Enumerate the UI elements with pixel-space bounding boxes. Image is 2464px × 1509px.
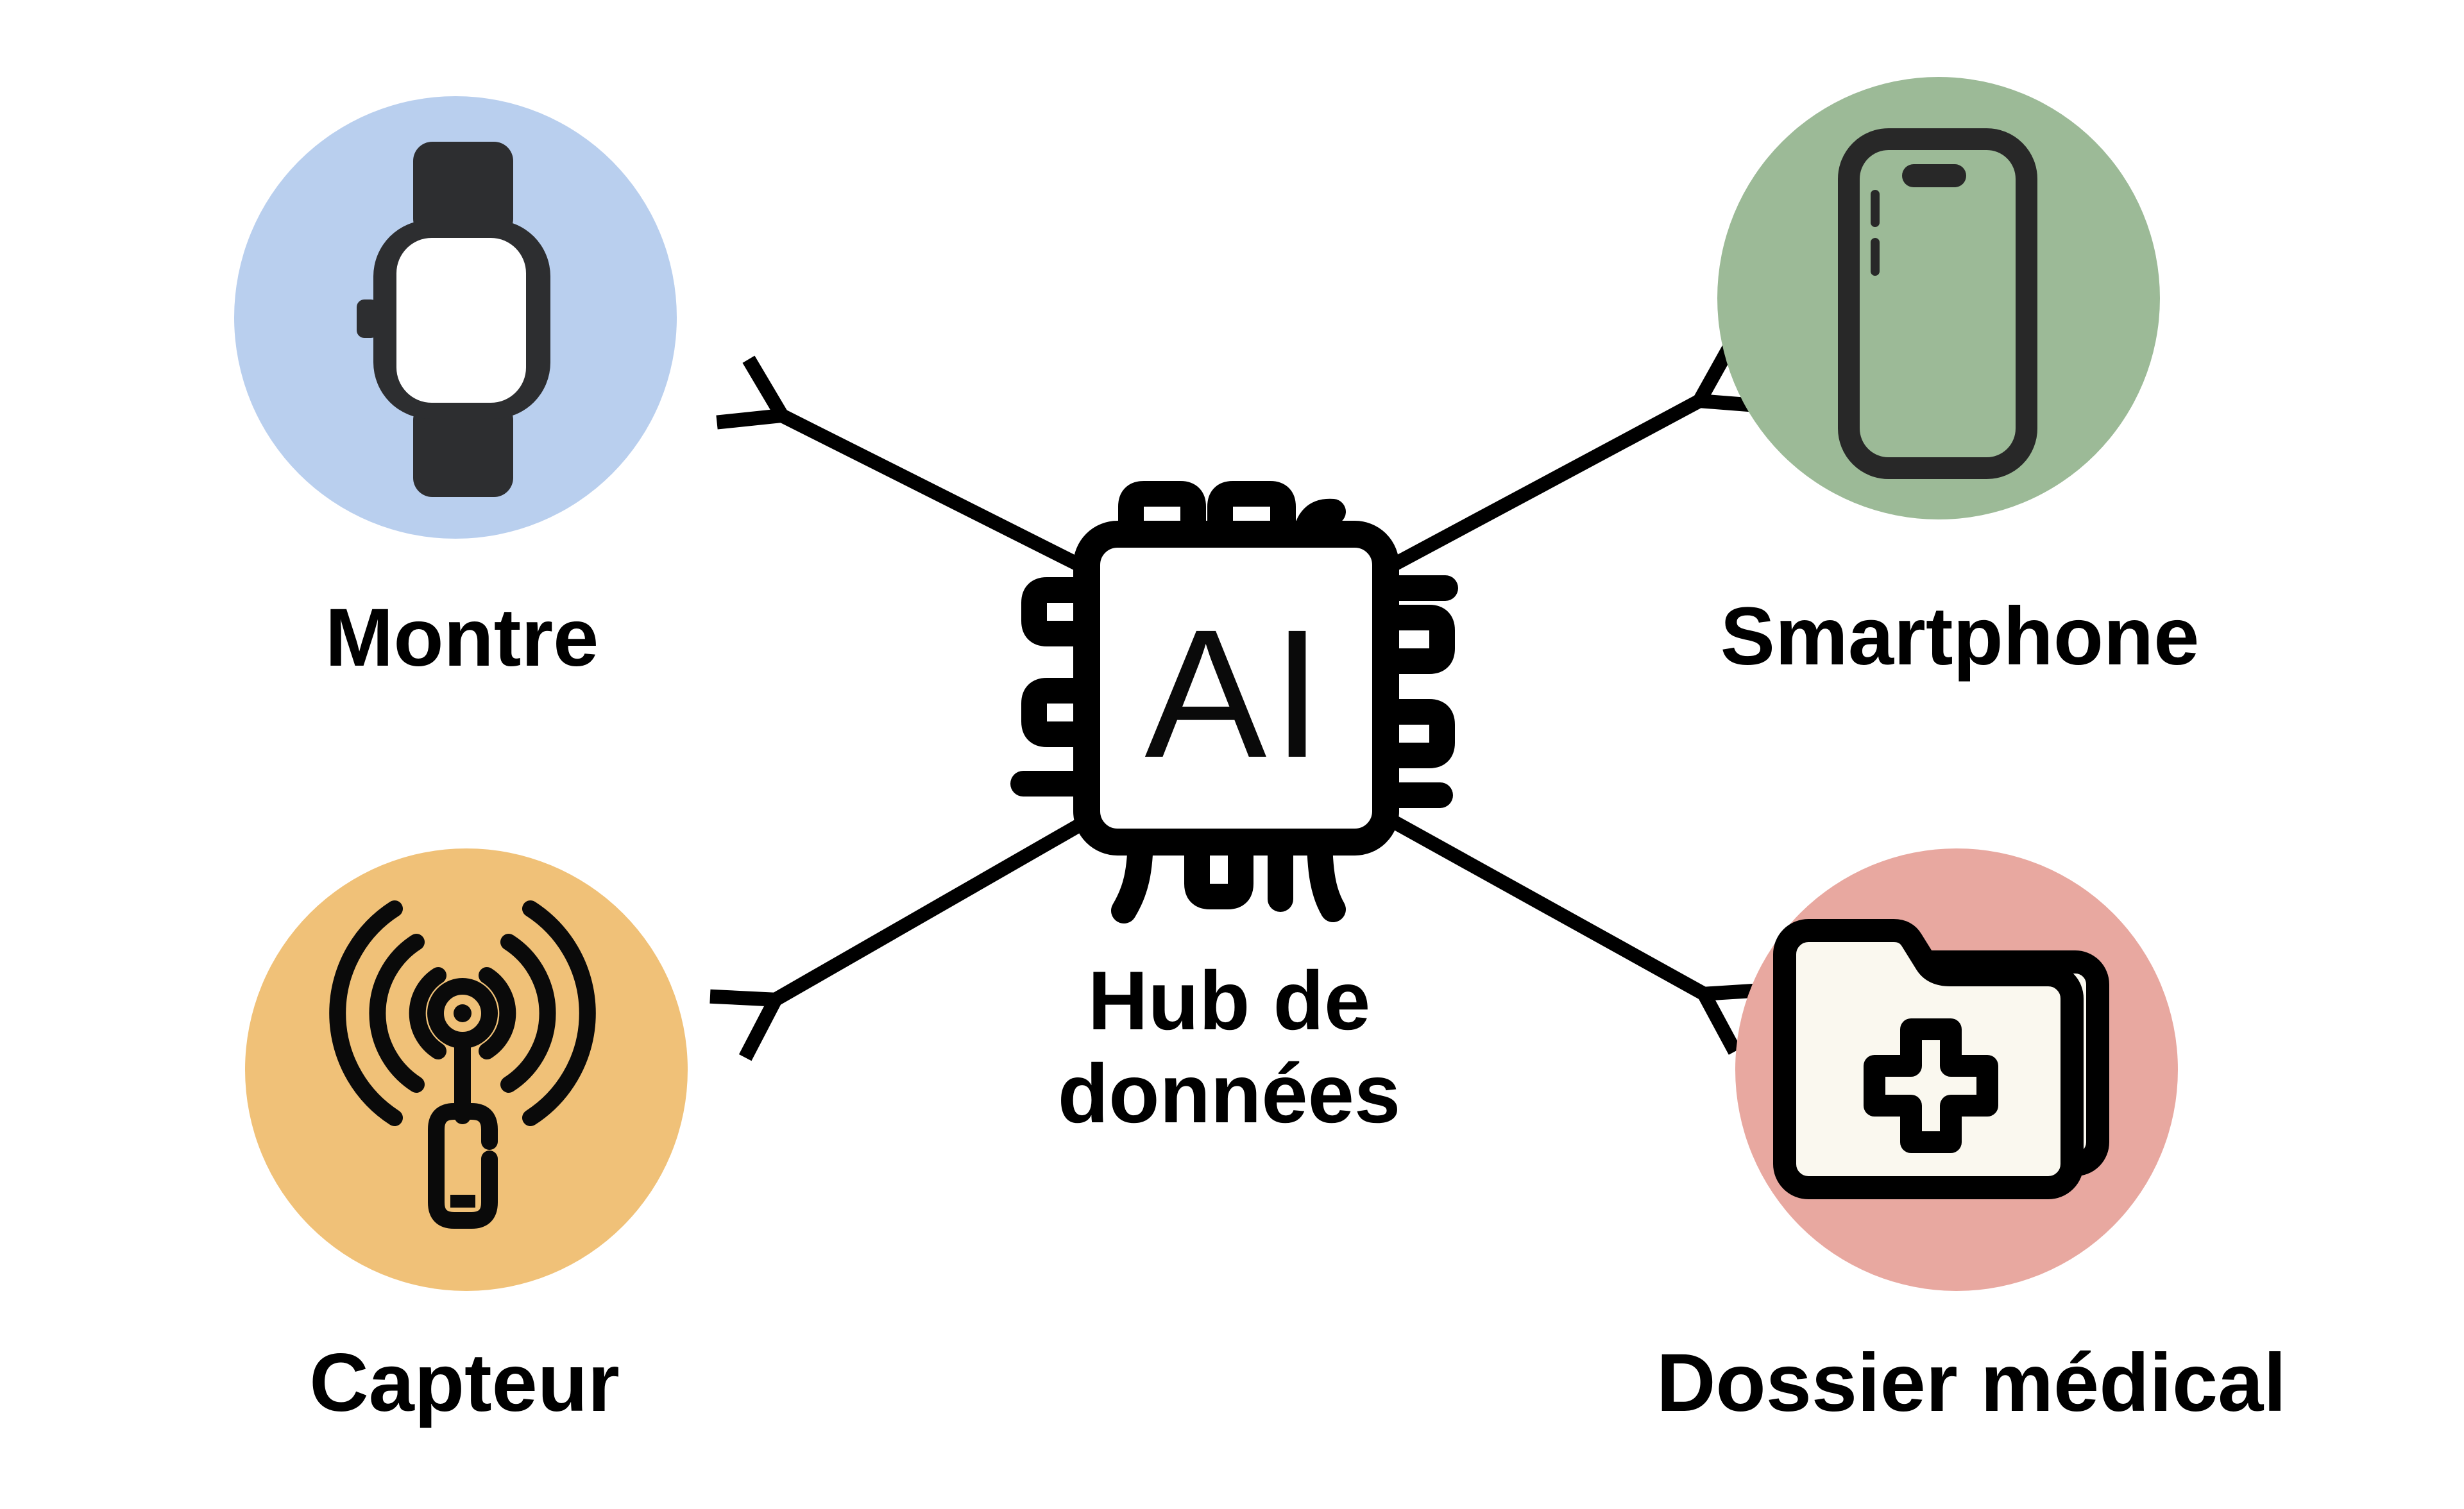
- node-capteur: Capteur: [245, 848, 688, 1429]
- chip-pin: [1365, 605, 1455, 674]
- dossier-medical-label: Dossier médical: [1656, 1337, 2286, 1429]
- chip-pin: [1118, 481, 1206, 555]
- smartphone-circle: [1717, 77, 2160, 519]
- signal-arc: [500, 934, 556, 1093]
- phone-frame: [1838, 128, 2037, 479]
- chip-body: [1073, 521, 1399, 856]
- hub-node: AI Hub de données: [1010, 481, 1458, 1140]
- smartphone-icon: [1838, 128, 2037, 479]
- signal-arc: [369, 934, 425, 1093]
- phone-camera-island: [1902, 164, 1966, 187]
- medical-cross: [1864, 1018, 1998, 1153]
- watch-screen: [396, 238, 526, 403]
- smartphone-label: Smartphone: [1721, 591, 2200, 682]
- watch-band-bottom: [413, 401, 513, 497]
- sensor-holder: [428, 1103, 498, 1229]
- signal-arc: [479, 967, 516, 1059]
- node-montre: Montre: [234, 96, 677, 684]
- phone-side-button: [1871, 238, 1880, 276]
- hub-label-line2: données: [1058, 1047, 1401, 1140]
- signal-arc: [522, 900, 596, 1126]
- chip-pin: [1365, 699, 1455, 768]
- phone-side-button: [1871, 190, 1880, 227]
- chip-pin: [1207, 481, 1296, 555]
- smartwatch-icon: [357, 142, 550, 497]
- antenna-dot: [454, 1004, 472, 1022]
- signal-arc: [409, 967, 446, 1059]
- chip-pin: [1021, 678, 1107, 747]
- ai-chip-icon: AI: [1010, 481, 1458, 923]
- montre-label: Montre: [325, 592, 599, 684]
- chip-pin: [1184, 821, 1253, 909]
- watch-band-top: [413, 142, 513, 238]
- node-smartphone: Smartphone: [1717, 77, 2199, 682]
- hub-label-line1: Hub de: [1088, 954, 1371, 1047]
- capteur-label: Capteur: [309, 1337, 620, 1429]
- watch-crown: [357, 299, 378, 338]
- signal-arc: [329, 900, 403, 1126]
- chip-pin: [1021, 577, 1107, 646]
- sensor-antenna-icon: [329, 900, 596, 1229]
- medical-folder-icon: [1773, 919, 2109, 1199]
- chip-label: AI: [1144, 592, 1327, 796]
- node-dossier-medical: Dossier médical: [1656, 848, 2286, 1429]
